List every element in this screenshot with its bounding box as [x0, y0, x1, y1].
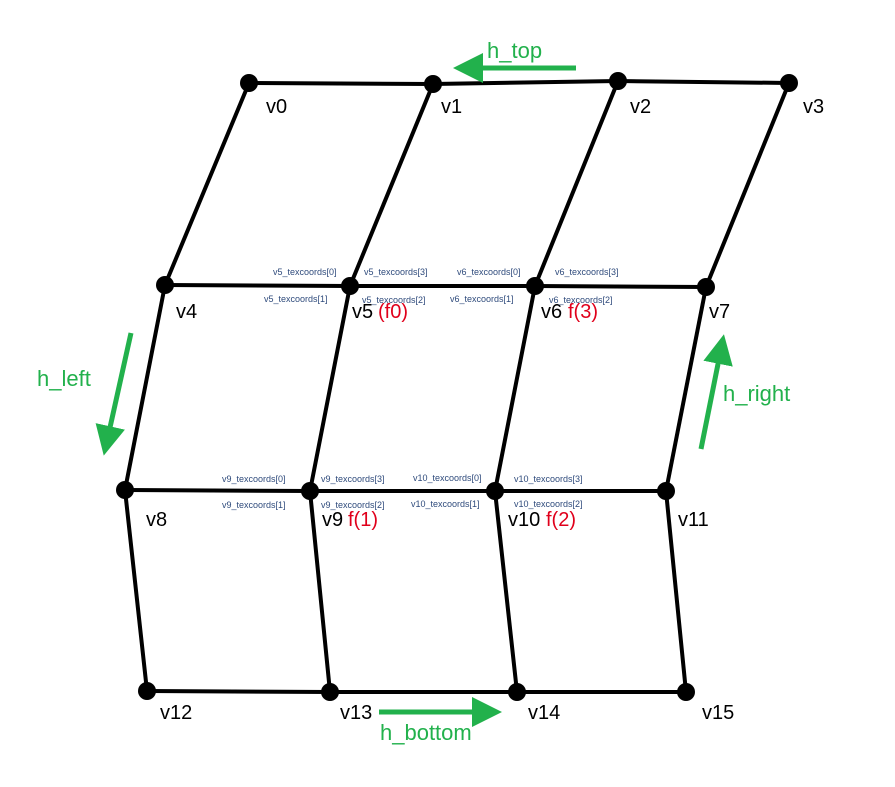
texcoord-label: v5_texcoords[3] [364, 267, 428, 277]
mesh-edge [145, 689, 332, 694]
texcoord-label: v5_texcoords[0] [273, 267, 337, 277]
vertex-v8 [116, 481, 134, 499]
vertex-v12 [138, 682, 156, 700]
h-right-arrow [698, 334, 733, 450]
mesh-edge [123, 488, 149, 693]
vertex-v0 [240, 74, 258, 92]
halfedge-label-bottom: h_bottom [380, 720, 472, 745]
texcoord-label: v9_texcoords[3] [321, 474, 385, 484]
texcoord-label: v10_texcoords[0] [413, 473, 482, 483]
vertex-label: v6 [541, 301, 562, 323]
mesh-labels: v0 v1 v2 v3 v4 v5 v6 v7 v8 v9 v10 v11 v12 v13 v14 v15 (f… [37, 38, 824, 745]
vertex-label: v1 [441, 96, 462, 118]
mesh-edges [123, 79, 791, 694]
mesh-vertices [116, 72, 798, 701]
vertex-v11 [657, 482, 675, 500]
vertex-v7 [697, 278, 715, 296]
texcoord-label: v6_texcoords[0] [457, 267, 521, 277]
vertex-v4 [156, 276, 174, 294]
texcoord-label: v5_texcoords[1] [264, 294, 328, 304]
mesh-edge [431, 79, 620, 86]
mesh-edge [704, 81, 791, 289]
vertex-v5 [341, 277, 359, 295]
texcoord-label: v5_texcoords[2] [362, 295, 426, 305]
vertex-label: v4 [176, 301, 197, 323]
vertex-label: v12 [160, 702, 192, 724]
mesh-edge [247, 81, 435, 86]
vertex-label: v10 [508, 509, 540, 531]
texcoord-label: v9_texcoords[0] [222, 474, 286, 484]
mesh-edge [493, 284, 537, 493]
vertex-label: v9 [322, 509, 343, 531]
vertex-label: v11 [678, 509, 709, 531]
texcoord-label: v10_texcoords[2] [514, 499, 583, 509]
halfedge-label-top: h_top [487, 38, 542, 63]
mesh-edge [533, 284, 708, 289]
halfedge-label-right: h_right [723, 381, 790, 406]
mesh-edge [348, 82, 435, 288]
vertex-v15 [677, 683, 695, 701]
vertex-v1 [424, 75, 442, 93]
vertex-label: v0 [266, 96, 287, 118]
texcoord-label: v6_texcoords[3] [555, 267, 619, 277]
vertex-label: v7 [709, 301, 730, 323]
mesh-edge [533, 79, 620, 288]
texcoord-label: v9_texcoords[1] [222, 500, 286, 510]
mesh-edge [123, 488, 312, 493]
vertex-label: v3 [803, 96, 824, 118]
mesh-edge [123, 283, 167, 492]
vertex-label: v2 [630, 96, 651, 118]
vertex-v9 [301, 482, 319, 500]
texcoord-label: v9_texcoords[2] [321, 500, 385, 510]
mesh-edge [664, 489, 688, 694]
mesh-edge [308, 284, 352, 493]
texcoord-label: v6_texcoords[2] [549, 295, 613, 305]
face-label: f(2) [546, 509, 576, 531]
vertex-v3 [780, 74, 798, 92]
vertex-label: v14 [528, 702, 560, 724]
h-left-arrow [95, 332, 134, 456]
vertex-v13 [321, 683, 339, 701]
texcoord-label: v10_texcoords[1] [411, 499, 480, 509]
face-label: (f0) [378, 301, 408, 323]
texcoord-label: v6_texcoords[1] [450, 294, 514, 304]
halfedge-arrows [95, 53, 733, 727]
vertex-v10 [486, 482, 504, 500]
mesh-edge [163, 81, 251, 287]
face-label: f(3) [568, 301, 598, 323]
mesh-edge [493, 489, 519, 694]
mesh-edge [616, 79, 791, 85]
vertex-label: v15 [702, 702, 734, 724]
vertex-v14 [508, 683, 526, 701]
vertex-label: v8 [146, 509, 167, 531]
mesh-edge [664, 285, 708, 493]
vertex-v6 [526, 277, 544, 295]
halfedge-label-left: h_left [37, 366, 91, 391]
vertex-label: v5 [352, 301, 373, 323]
face-label: f(1) [348, 509, 378, 531]
vertex-label: v13 [340, 702, 372, 724]
vertex-v2 [609, 72, 627, 90]
mesh-edge [308, 489, 332, 694]
mesh-edge [163, 283, 352, 288]
texcoord-label: v10_texcoords[3] [514, 474, 583, 484]
